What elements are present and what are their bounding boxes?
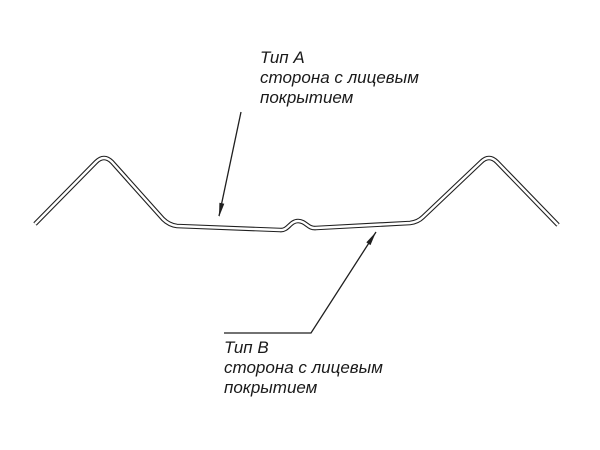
- leader-line-b: [224, 231, 377, 334]
- callout-type-a: Тип А сторона с лицевым покрытием: [260, 48, 419, 108]
- profile-outline-outer: [33, 155, 560, 233]
- leader-line-a: [218, 111, 242, 217]
- callout-a-line1: сторона с лицевым: [260, 68, 419, 87]
- callout-b-line2: покрытием: [224, 378, 318, 397]
- callout-type-b: Тип В сторона с лицевым покрытием: [224, 338, 383, 398]
- callout-a-title: Тип А: [260, 48, 305, 67]
- callout-a-line2: покрытием: [260, 88, 354, 107]
- arrowhead-b: [366, 232, 376, 246]
- profile-outline-inner: [34, 156, 559, 232]
- callout-b-title: Тип В: [224, 338, 269, 357]
- arrowhead-a: [219, 202, 225, 217]
- callout-b-line1: сторона с лицевым: [224, 358, 383, 377]
